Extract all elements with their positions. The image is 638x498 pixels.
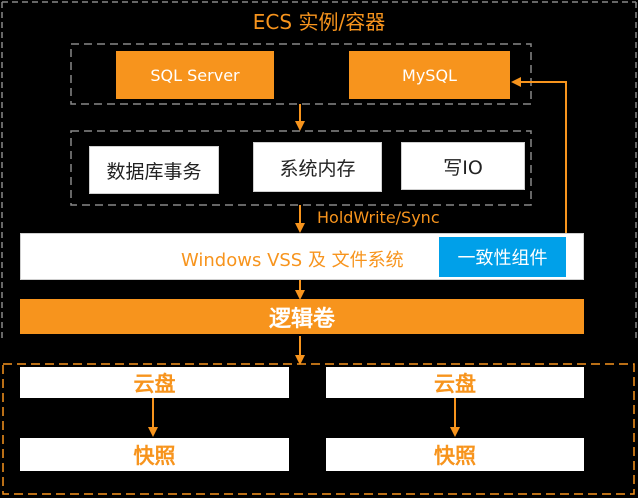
diagram-title: ECS 实例/容器 [252,10,386,34]
mysql-node: MySQL [349,51,510,99]
transactions-node: 数据库事务 [89,146,219,194]
consistency-component-node: 一致性组件 [439,237,566,277]
hold-write-label: HoldWrite/Sync [317,208,440,227]
storage-group-frame [2,363,635,495]
arrow-consistency-to-mysql [511,77,567,235]
vss-label: Windows VSS 及 文件系统 [181,250,404,271]
io-group-frame [70,130,532,206]
right-disk-node: 云盘 [326,367,584,398]
sql-server-node: SQL Server [116,51,274,99]
left-disk-node: 云盘 [20,367,289,398]
left-snapshot-node: 快照 [20,438,289,471]
right-snapshot-node: 快照 [326,438,584,471]
logical-volume-node: 逻辑卷 [20,299,584,334]
write-io-node: 写IO [401,142,525,190]
memory-node: 系统内存 [253,142,382,192]
ecs-container-frame [1,1,637,340]
vss-node: Windows VSS 及 文件系统 一致性组件 [20,233,584,280]
